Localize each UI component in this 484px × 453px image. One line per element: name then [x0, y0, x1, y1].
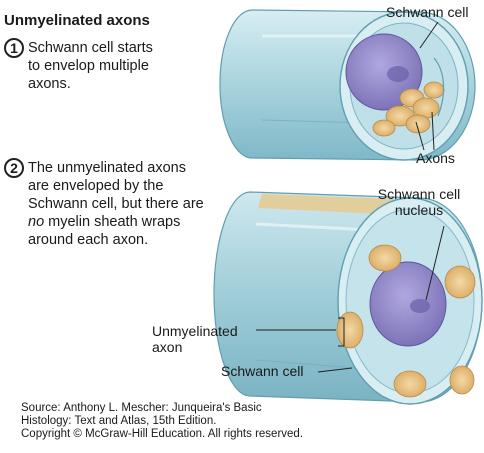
step-1-line-3: axons.	[28, 76, 71, 92]
top-schwann-nucleus	[345, 33, 423, 111]
step-2-line-4-rest: myelin sheath wraps	[44, 214, 181, 230]
figure-title: Unmyelinated axons	[4, 12, 150, 29]
step-2-line-1: The unmyelinated axons	[28, 160, 186, 176]
source-credit: Source: Anthony L. Mescher: Junqueira's …	[21, 402, 303, 441]
source-line-3: Copyright © McGraw-Hill Education. All r…	[21, 428, 304, 440]
source-line-1: Source: Anthony L. Mescher: Junqueira's …	[21, 402, 262, 414]
top-schwann-cylinder	[219, 9, 476, 161]
source-line-2: Histology: Text and Atlas, 15th Edition.	[21, 415, 217, 427]
step-2-text: The unmyelinated axons are enveloped by …	[28, 159, 204, 249]
label-axons: Axons	[416, 150, 455, 166]
step-1-text: Schwann cell starts to envelop multiple …	[28, 39, 153, 93]
step-1-line-2: to envelop multiple	[28, 58, 149, 74]
step-2-line-3: Schwann cell, but there are	[28, 196, 204, 212]
step-2-number: 2	[4, 158, 24, 178]
step-2-line-2: are enveloped by the	[28, 178, 164, 194]
label-nucleus-line-1: Schwann cell	[377, 186, 461, 202]
step-1-number: 1	[4, 38, 24, 58]
label-schwann-cell-top: Schwann cell	[386, 4, 469, 20]
bottom-schwann-nucleus	[369, 261, 447, 347]
label-schwann-cell-nucleus: Schwann cell nucleus	[367, 186, 471, 218]
label-nucleus-line-2: nucleus	[394, 202, 444, 218]
label-unmyelinated-axon: Unmyelinated axon	[152, 323, 238, 355]
label-unmyelinated-line-1: Unmyelinated	[152, 323, 238, 339]
label-schwann-cell-bottom: Schwann cell	[221, 363, 304, 379]
label-unmyelinated-line-2: axon	[152, 339, 183, 355]
step-2-line-4: no myelin sheath wraps	[28, 213, 204, 231]
leader-lines	[256, 21, 445, 373]
bottom-schwann-cylinder	[213, 191, 483, 405]
step-1-line-1: Schwann cell starts	[28, 40, 153, 56]
emphasis-no: no	[28, 214, 45, 230]
step-2-line-5: around each axon.	[28, 232, 149, 248]
top-axon-bundle	[372, 81, 445, 137]
